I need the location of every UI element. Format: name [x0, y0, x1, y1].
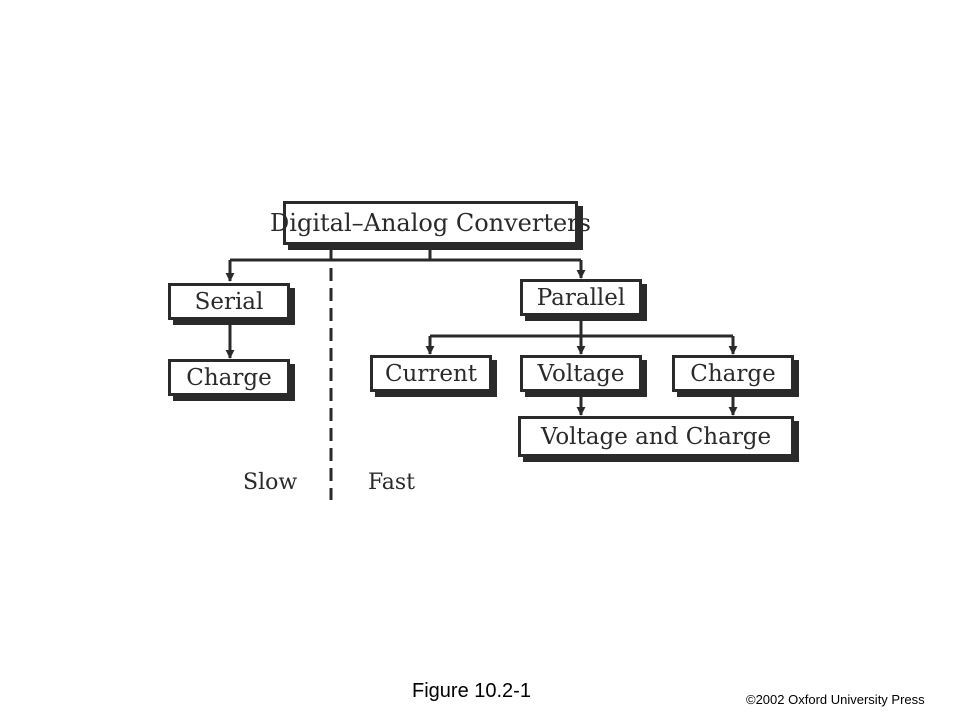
node-label: Digital–Analog Converters — [270, 209, 591, 237]
node-serial: Serial — [168, 283, 290, 320]
figure-caption: Figure 10.2-1 — [412, 680, 531, 702]
node-label: Serial — [194, 288, 264, 315]
node-label: Voltage and Charge — [540, 423, 772, 450]
node-voltage: Voltage — [520, 355, 642, 392]
node-label: Charge — [690, 360, 776, 387]
node-parallel: Parallel — [520, 279, 642, 316]
node-current: Current — [370, 355, 492, 392]
node-parallel-charge: Charge — [672, 355, 794, 392]
slow-label: Slow — [243, 470, 298, 495]
copyright-notice: ©2002 Oxford University Press — [746, 692, 925, 707]
node-label: Parallel — [536, 284, 626, 311]
node-digital-analog-converters: Digital–Analog Converters — [270, 201, 591, 245]
node-label: Current — [384, 360, 478, 387]
node-label: Voltage — [537, 360, 625, 387]
fast-label: Fast — [368, 470, 416, 495]
node-serial-charge: Charge — [168, 359, 290, 396]
node-voltage-and-charge: Voltage and Charge — [518, 416, 794, 457]
node-label: Charge — [186, 364, 272, 391]
